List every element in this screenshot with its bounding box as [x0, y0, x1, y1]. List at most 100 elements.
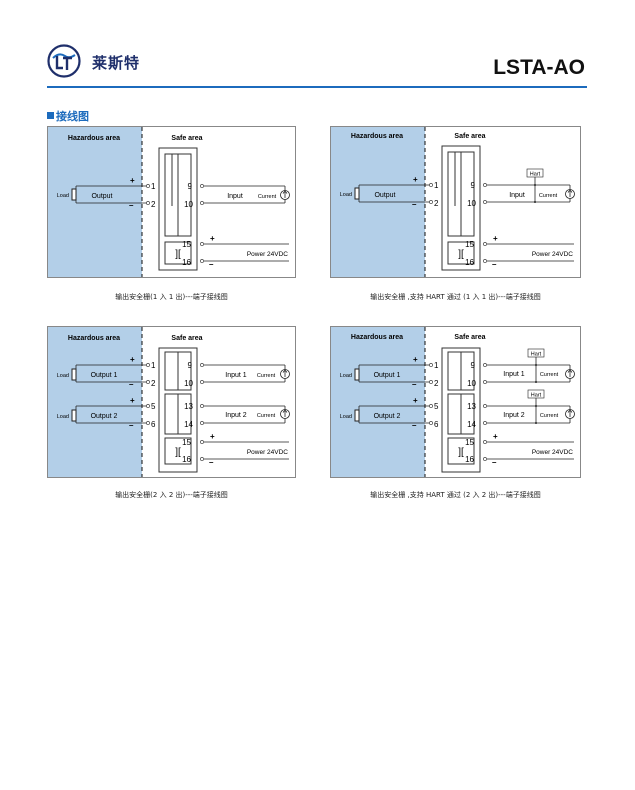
- converter-symbol-icon: ][: [458, 447, 464, 458]
- terminal-13: 13: [184, 402, 193, 411]
- load-label: Load: [340, 373, 352, 379]
- terminal-10: 10: [467, 379, 476, 388]
- output-label: Output: [374, 192, 395, 199]
- input-2-label: Input 2: [503, 412, 525, 419]
- terminal-1: 1: [434, 181, 439, 190]
- power-converter-block: [447, 241, 475, 265]
- hazardous-area-zone: [331, 327, 425, 477]
- load-symbol-icon: [71, 409, 77, 422]
- terminal-16: 16: [465, 455, 474, 464]
- plus-sign: +: [130, 355, 135, 364]
- plus-sign: +: [210, 234, 215, 243]
- terminal-9: 9: [188, 361, 193, 370]
- minus-sign: –: [209, 260, 214, 269]
- load-symbol-icon: [71, 368, 77, 381]
- page-header: 莱斯特 LSTA-AO: [0, 0, 635, 92]
- load-label: Load: [57, 193, 69, 199]
- terminal-2: 2: [151, 379, 156, 388]
- wiring-diagram-hart-2in2out: Hazardous area Safe area ][ Load Output …: [330, 326, 581, 478]
- current-label: Current: [539, 193, 558, 199]
- minus-sign: –: [412, 421, 417, 430]
- terminal-1: 1: [151, 182, 156, 191]
- output-1-label: Output 1: [91, 372, 118, 379]
- safe-area-label: Safe area: [171, 335, 202, 342]
- output-label: Output: [91, 193, 112, 200]
- terminal-15: 15: [465, 240, 474, 249]
- plus-sign: +: [493, 432, 498, 441]
- current-label: Current: [257, 413, 276, 419]
- plus-sign: +: [413, 175, 418, 184]
- load-label: Load: [340, 414, 352, 420]
- section-title: 接线图: [47, 108, 89, 124]
- hart-label: Hart: [531, 352, 542, 358]
- load-symbol-icon: [354, 409, 360, 422]
- safe-area-label: Safe area: [171, 135, 202, 142]
- load-label: Load: [57, 414, 69, 420]
- safe-area-label: Safe area: [454, 133, 485, 140]
- terminal-15: 15: [465, 438, 474, 447]
- power-converter-block: [164, 241, 192, 265]
- terminal-9: 9: [471, 181, 476, 190]
- minus-sign: –: [129, 380, 134, 389]
- terminal-5: 5: [434, 402, 439, 411]
- caption-3: 输出安全栅(2 入 2 出)---端子接线图: [115, 491, 228, 499]
- load-symbol-icon: [71, 188, 77, 201]
- hazardous-area-label: Hazardous area: [351, 133, 403, 140]
- caption-4: 输出安全栅 ,支持 HART 通过 (2 入 2 出)---端子接线图: [370, 491, 541, 499]
- power-converter-block: [447, 437, 475, 465]
- terminal-1: 1: [151, 361, 156, 370]
- current-label: Current: [540, 372, 559, 378]
- load-symbol-icon: [354, 368, 360, 381]
- power-label: Power 24VDC: [247, 449, 288, 456]
- minus-sign: –: [412, 380, 417, 389]
- model-name: LSTA-AO: [493, 56, 585, 79]
- power-label: Power 24VDC: [532, 251, 573, 258]
- wiring-diagram-1in1out: Hazardous area Safe area ][ Load Output …: [47, 126, 296, 278]
- terminal-14: 14: [184, 420, 193, 429]
- plus-sign: +: [493, 234, 498, 243]
- brand-name: 莱斯特: [92, 54, 141, 72]
- load-label: Load: [340, 192, 352, 198]
- square-bullet-icon: [47, 112, 54, 119]
- terminal-6: 6: [151, 420, 156, 429]
- input-label: Input: [227, 193, 243, 200]
- company-logo-icon: [47, 44, 81, 78]
- load-symbol-icon: [354, 187, 360, 200]
- input-1-label: Input 1: [503, 371, 525, 378]
- terminal-15: 15: [182, 438, 191, 447]
- minus-sign: –: [209, 458, 214, 467]
- terminal-16: 16: [182, 455, 191, 464]
- terminal-16: 16: [182, 258, 191, 267]
- output-1-label: Output 1: [374, 372, 401, 379]
- hazardous-area-label: Hazardous area: [68, 135, 120, 142]
- input-1-label: Input 1: [225, 372, 247, 379]
- caption-1: 输出安全栅(1 入 1 出)---端子接线图: [115, 293, 228, 301]
- terminal-2: 2: [434, 199, 439, 208]
- minus-sign: –: [492, 458, 497, 467]
- terminal-2: 2: [434, 379, 439, 388]
- terminal-10: 10: [184, 200, 193, 209]
- terminal-2: 2: [151, 200, 156, 209]
- load-label: Load: [57, 373, 69, 379]
- minus-sign: –: [129, 201, 134, 210]
- wiring-diagram-2in2out: Hazardous area Safe area ][ Load Output …: [47, 326, 296, 478]
- power-converter-block: [164, 437, 192, 465]
- converter-symbol-icon: ][: [175, 249, 181, 260]
- converter-symbol-icon: ][: [458, 249, 464, 260]
- safe-area-label: Safe area: [454, 334, 485, 341]
- plus-sign: +: [130, 396, 135, 405]
- terminal-14: 14: [467, 420, 476, 429]
- input-2-label: Input 2: [225, 412, 247, 419]
- current-label: Current: [257, 373, 276, 379]
- input-label: Input: [509, 192, 525, 199]
- terminal-5: 5: [151, 402, 156, 411]
- header-divider: [47, 86, 587, 88]
- hazardous-area-label: Hazardous area: [351, 334, 403, 341]
- terminal-15: 15: [182, 240, 191, 249]
- caption-2: 输出安全栅 ,支持 HART 通过 (1 入 1 出)---端子接线图: [370, 293, 541, 301]
- terminal-16: 16: [465, 258, 474, 267]
- plus-sign: +: [413, 355, 418, 364]
- terminal-1: 1: [434, 361, 439, 370]
- hazardous-area-zone: [48, 327, 142, 477]
- hart-label: Hart: [531, 393, 542, 399]
